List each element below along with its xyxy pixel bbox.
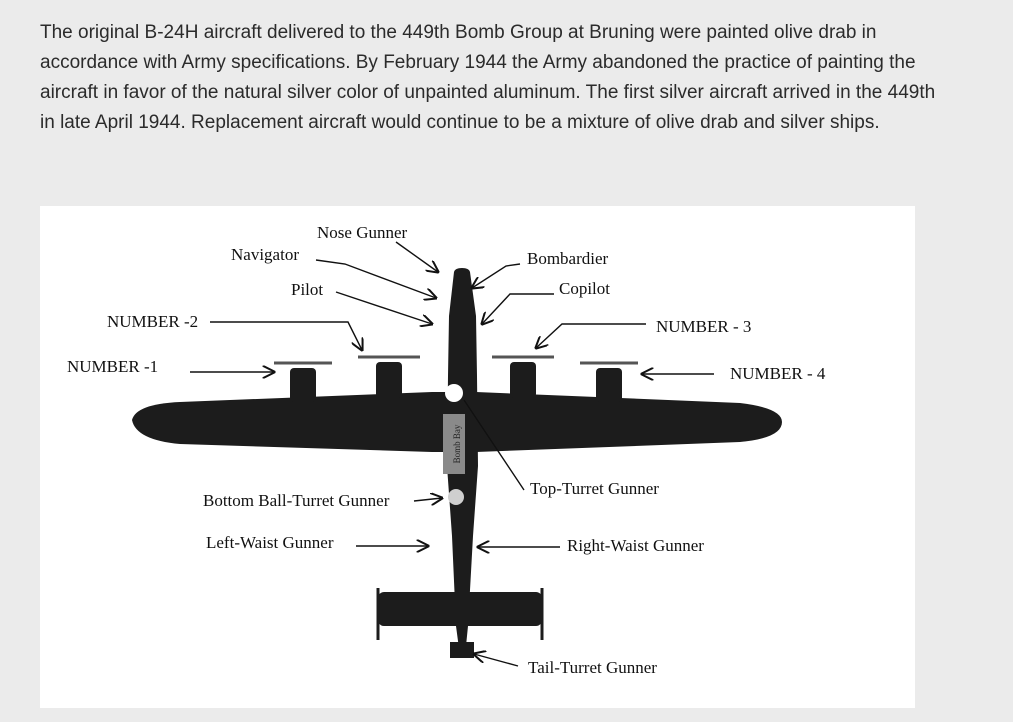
arrow-pilot	[335, 291, 432, 324]
engine-number-3	[492, 355, 554, 398]
arrow-number-3	[536, 323, 646, 348]
bomb-bay-text: Bomb Bay	[452, 424, 462, 463]
arrow-bombardier	[472, 263, 521, 288]
label-tail-turret-gunner: Tail-Turret Gunner	[528, 658, 657, 677]
bomb-bay	[443, 414, 465, 474]
label-copilot: Copilot	[559, 279, 611, 298]
label-number-3: NUMBER - 3	[656, 317, 752, 336]
engine-number-2	[358, 355, 420, 398]
label-number-2: NUMBER -2	[107, 312, 199, 331]
engine-number-1	[274, 361, 332, 402]
label-right-waist-gunner: Right-Waist Gunner	[567, 536, 704, 555]
line-ball-turret	[413, 498, 442, 501]
intro-paragraph: The original B-24H aircraft delivered to…	[40, 22, 936, 133]
b24-crew-diagram: Bomb Bay Nose Gunner Navigator Pilot Bom…	[40, 206, 915, 708]
ball-turret	[448, 489, 464, 505]
label-number-1: NUMBER -1	[67, 357, 159, 376]
label-left-waist-gunner: Left-Waist Gunner	[206, 533, 334, 552]
arrow-navigator	[315, 259, 436, 298]
arrow-copilot	[482, 293, 554, 324]
label-navigator: Navigator	[231, 245, 299, 264]
label-pilot: Pilot	[291, 280, 324, 299]
engine-number-4	[580, 361, 638, 402]
aircraft-silhouette: Bomb Bay	[132, 241, 782, 667]
line-top-turret	[463, 399, 525, 491]
label-number-4: NUMBER - 4	[730, 364, 826, 383]
label-bottom-ball-turret-gunner: Bottom Ball-Turret Gunner	[203, 491, 390, 510]
top-turret	[445, 384, 463, 402]
label-top-turret-gunner: Top-Turret Gunner	[530, 479, 659, 498]
label-nose-gunner: Nose Gunner	[317, 223, 408, 242]
horizontal-tail	[378, 592, 542, 626]
label-bombardier: Bombardier	[527, 249, 609, 268]
arrow-tail-turret	[474, 654, 519, 667]
arrow-nose-gunner	[395, 241, 438, 272]
arrow-number-2	[210, 321, 362, 350]
